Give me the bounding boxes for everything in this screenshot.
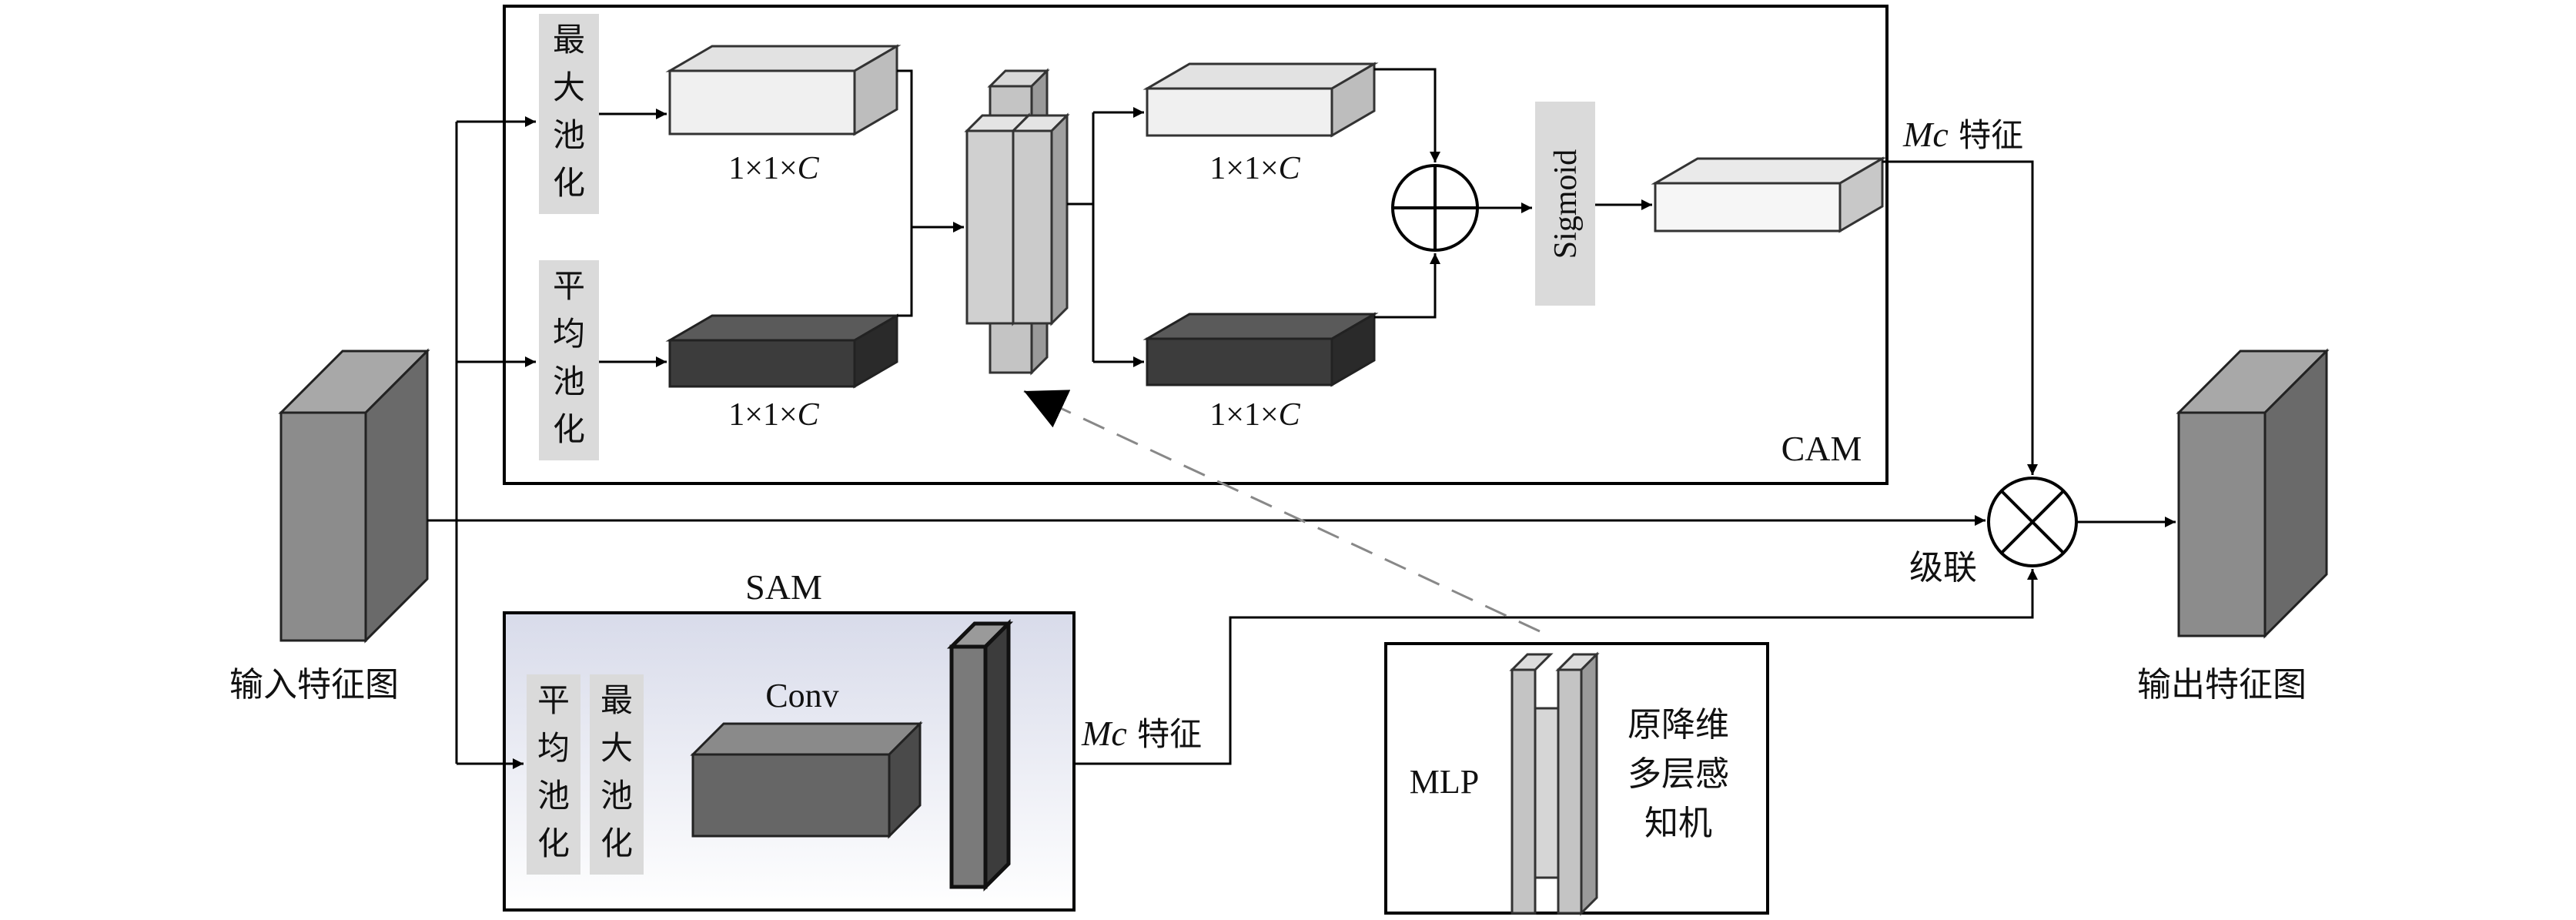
cam-avgpool-char-2: 均 bbox=[553, 315, 585, 353]
sam-avgpool-char-4: 化 bbox=[537, 825, 570, 862]
cam-maxpool-label: 最 大 池 化 bbox=[553, 21, 585, 202]
sam-avgpool-char-2: 均 bbox=[537, 729, 570, 767]
sam-maxpool-char-3: 池 bbox=[601, 777, 633, 815]
mlp-description: 原降维 多层感 知机 bbox=[1628, 705, 1729, 843]
cam-avgpool-label-bg bbox=[539, 260, 599, 460]
sam-avgpool-char-1: 平 bbox=[537, 681, 570, 719]
mlp-desc-line-3: 知机 bbox=[1644, 804, 1712, 843]
cam-maxpool-char-2: 大 bbox=[553, 69, 585, 106]
sam-avgpool-label-bg bbox=[527, 674, 580, 875]
sam-maxpool-label: 最 大 池 化 bbox=[601, 681, 633, 862]
sam-label: SAM bbox=[745, 567, 822, 607]
sam-avgpool-label: 平 均 池 化 bbox=[537, 681, 570, 862]
cam-avgpool-char-3: 池 bbox=[553, 363, 585, 400]
cam-shared-mlp bbox=[964, 68, 1070, 376]
input-feature-map bbox=[278, 348, 430, 644]
merge-bracket bbox=[897, 69, 913, 317]
concat-label: 级联 bbox=[1909, 548, 1977, 587]
cam-mlp-out-top-block bbox=[1142, 62, 1379, 138]
mlp-legend-icon bbox=[1509, 651, 1600, 916]
cam-maxpool-char-4: 化 bbox=[553, 164, 585, 202]
cam-maxpool-char-3: 池 bbox=[553, 116, 585, 154]
sam-output-plate bbox=[946, 618, 1014, 892]
mlp-desc-line-1: 原降维 bbox=[1628, 705, 1729, 744]
cam-avgpool-char-1: 平 bbox=[553, 267, 585, 305]
cam-mlp-out-top-dim: 1×1×C bbox=[1209, 151, 1300, 186]
connections bbox=[427, 68, 2176, 769]
mlp-label: MLP bbox=[1410, 763, 1479, 801]
cam-maxpool-char-1: 最 bbox=[553, 21, 585, 59]
elementwise-add-node bbox=[1391, 164, 1479, 252]
cam-output-block bbox=[1651, 156, 1887, 233]
cam-to-multiply-arrow bbox=[1882, 160, 2038, 475]
top-to-add-arrow bbox=[1374, 68, 1440, 162]
cam-maxpool-dim: 1×1×C bbox=[728, 151, 819, 186]
cam-avgpool-block bbox=[665, 313, 902, 389]
cam-maxpool-label-bg bbox=[539, 14, 599, 214]
cam-avgpool-dim: 1×1×C bbox=[728, 397, 819, 433]
sigmoid-box bbox=[1535, 102, 1595, 306]
mlp-desc-line-2: 多层感 bbox=[1628, 754, 1729, 794]
cam-label: CAM bbox=[1781, 429, 1862, 468]
cam-box bbox=[503, 5, 1889, 485]
sam-to-multiply-arrow bbox=[1074, 569, 2038, 765]
sam-avgpool-char-3: 池 bbox=[537, 777, 570, 815]
sam-maxpool-char-4: 化 bbox=[601, 825, 633, 862]
cam-mc-feature-label: Mc 特征 bbox=[1902, 115, 2023, 154]
output-feature-map bbox=[2176, 348, 2330, 639]
sigmoid-label: Sigmoid bbox=[1548, 149, 1584, 259]
cam-mlp-out-bottom-dim: 1×1×C bbox=[1209, 397, 1300, 433]
sam-maxpool-char-2: 大 bbox=[601, 729, 633, 767]
sam-maxpool-char-1: 最 bbox=[601, 681, 633, 719]
output-label: 输出特征图 bbox=[2137, 665, 2307, 704]
cam-maxpool-block bbox=[665, 44, 902, 136]
mlp-reference-dashed-arrow bbox=[1023, 390, 1541, 633]
sam-conv-block bbox=[690, 721, 923, 839]
sam-maxpool-label-bg bbox=[590, 674, 644, 875]
input-label: 输入特征图 bbox=[229, 665, 399, 704]
cam-avgpool-label: 平 均 池 化 bbox=[553, 267, 585, 448]
cam-mlp-out-bottom-block bbox=[1142, 312, 1379, 387]
cam-avgpool-char-4: 化 bbox=[553, 410, 585, 448]
sam-mc-feature-label: Mc 特征 bbox=[1081, 714, 1202, 753]
sam-conv-label: Conv bbox=[765, 677, 838, 714]
elementwise-multiply-node bbox=[1987, 477, 2078, 567]
bottom-to-add-arrow bbox=[1374, 253, 1440, 319]
